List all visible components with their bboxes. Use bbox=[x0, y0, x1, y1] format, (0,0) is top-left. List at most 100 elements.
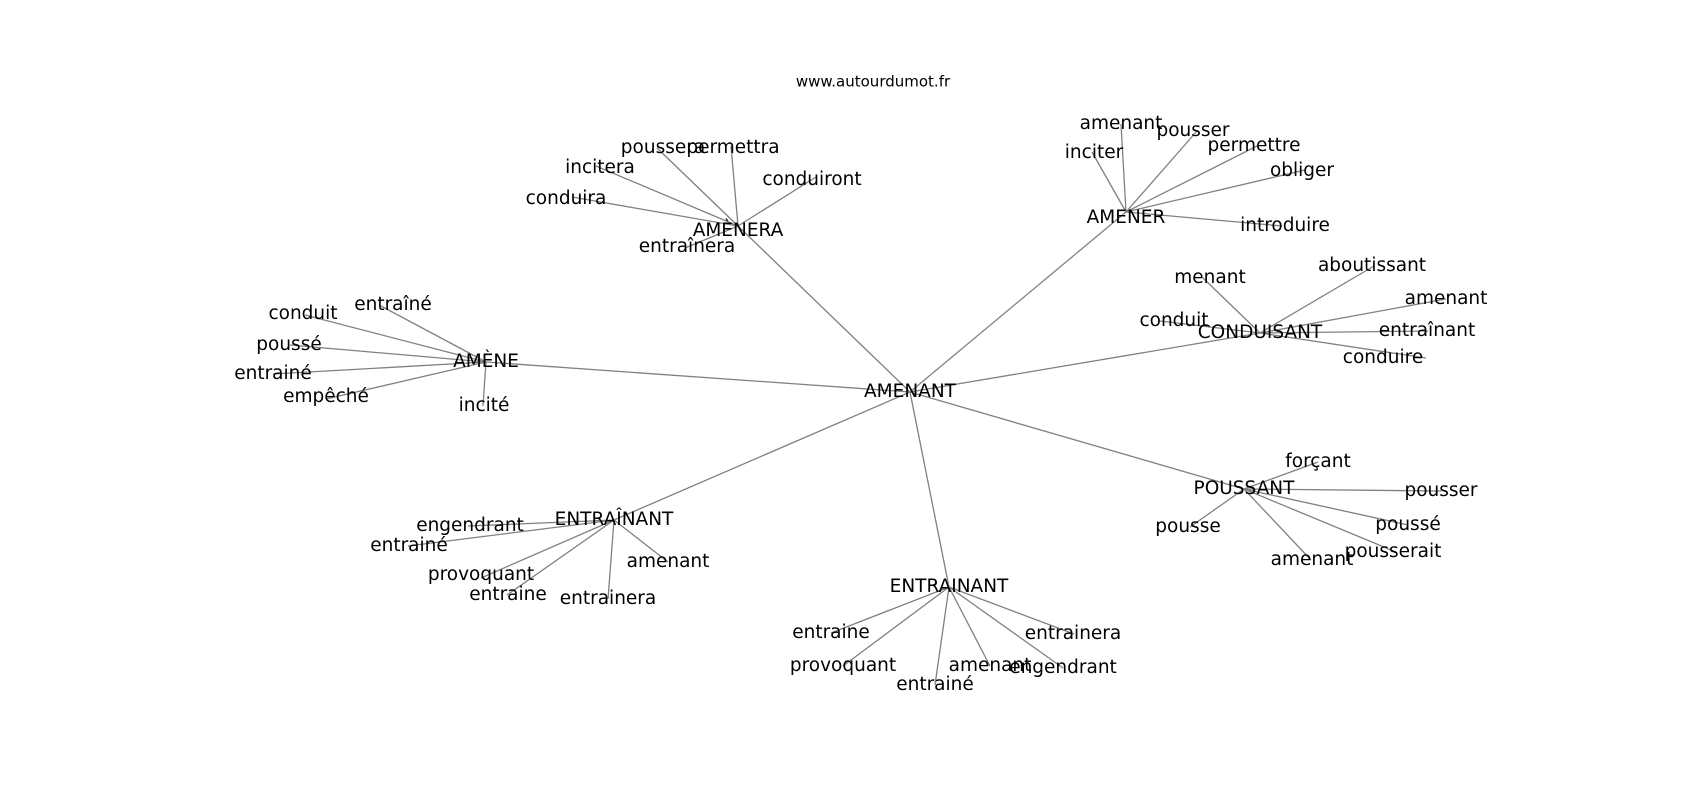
leaf-word[interactable]: amenant bbox=[949, 655, 1032, 676]
leaf-word[interactable]: conduit bbox=[1139, 310, 1208, 331]
leaf-word[interactable]: introduire bbox=[1240, 215, 1330, 236]
edge-poussant-leaf bbox=[1243, 488, 1442, 492]
leaf-word[interactable]: entraine bbox=[469, 584, 547, 605]
leaf-word[interactable]: forçant bbox=[1285, 451, 1351, 472]
edge-amenera-leaf bbox=[571, 196, 739, 227]
edge-amener-leaf bbox=[1125, 169, 1306, 213]
edge-entrainant-leaf bbox=[948, 586, 991, 667]
cluster-node-entrainant_circ[interactable]: ENTRAÎNANT bbox=[555, 508, 674, 530]
leaf-word[interactable]: entraînant bbox=[1379, 320, 1475, 341]
edge-amener-leaf bbox=[1125, 130, 1198, 213]
edge-center-entrainant bbox=[909, 391, 950, 588]
edge-poussant-leaf bbox=[1243, 488, 1312, 561]
edge-conduisant-leaf bbox=[1259, 298, 1447, 334]
edge-amenera-leaf bbox=[656, 147, 739, 227]
leaf-word[interactable]: conduiront bbox=[762, 169, 861, 190]
leaf-word[interactable]: conduire bbox=[1343, 347, 1423, 368]
leaf-word[interactable]: amenant bbox=[627, 551, 710, 572]
cluster-node-amener[interactable]: AMENER bbox=[1087, 207, 1166, 228]
edge-amene-leaf bbox=[482, 361, 487, 407]
cluster-node-amenera[interactable]: AMÈNERA bbox=[693, 219, 784, 241]
leaf-word[interactable]: entrainé bbox=[234, 363, 312, 384]
edge-conduisant-leaf bbox=[1202, 277, 1261, 334]
edge-entrainant_circ-leaf bbox=[407, 519, 615, 547]
edge-poussant-leaf bbox=[1243, 461, 1319, 490]
edge-entrainant-leaf bbox=[842, 586, 950, 667]
leaf-word[interactable]: entrainé bbox=[896, 674, 974, 695]
edge-center-conduisant bbox=[909, 332, 1261, 393]
leaf-word[interactable]: entrainera bbox=[560, 588, 657, 609]
edge-center-amene bbox=[485, 361, 911, 393]
leaf-word[interactable]: empêché bbox=[283, 386, 369, 407]
edge-amene-leaf bbox=[325, 361, 487, 400]
cluster-node-conduisant[interactable]: CONDUISANT bbox=[1198, 322, 1323, 343]
leaf-word[interactable]: pousserait bbox=[1345, 541, 1442, 562]
edge-entrainant_circ-leaf bbox=[607, 519, 615, 600]
edge-poussant-leaf bbox=[1243, 488, 1409, 526]
edge-entrainant_circ-leaf bbox=[480, 519, 615, 579]
leaf-word[interactable]: menant bbox=[1174, 267, 1245, 288]
edge-amene-leaf bbox=[272, 361, 487, 375]
leaf-word[interactable]: entraîné bbox=[354, 294, 432, 315]
leaf-word[interactable]: inciter bbox=[1065, 142, 1124, 163]
leaf-word[interactable]: poussé bbox=[1375, 514, 1440, 535]
edge-amener-leaf bbox=[1120, 123, 1127, 213]
center-node-label[interactable]: AMENANT bbox=[864, 381, 957, 402]
edge-entrainant-leaf bbox=[830, 586, 950, 634]
edge-entrainant-leaf bbox=[934, 586, 950, 686]
edge-amene-leaf bbox=[380, 305, 487, 363]
edge-amenera-leaf bbox=[595, 165, 739, 227]
leaf-word[interactable]: provoquant bbox=[428, 564, 534, 585]
edge-center-amenera bbox=[737, 225, 911, 393]
leaf-word[interactable]: amenant bbox=[1271, 549, 1354, 570]
edge-center-poussant bbox=[909, 391, 1245, 490]
edge-conduisant-leaf bbox=[1259, 330, 1429, 334]
edge-amener-leaf bbox=[1125, 211, 1283, 227]
edge-poussant-leaf bbox=[1189, 488, 1245, 528]
leaf-word[interactable]: entraine bbox=[792, 622, 870, 643]
leaf-word[interactable]: amenant bbox=[1405, 288, 1488, 309]
leaf-word[interactable]: engendrant bbox=[416, 515, 524, 536]
edge-amenera-leaf bbox=[684, 225, 739, 249]
leaf-word[interactable]: incité bbox=[459, 395, 510, 416]
edge-entrainant-leaf bbox=[948, 586, 1064, 669]
leaf-word[interactable]: obliger bbox=[1270, 160, 1334, 181]
leaf-word[interactable]: entraînera bbox=[639, 236, 736, 257]
edge-amener-leaf bbox=[1091, 151, 1127, 213]
edge-amenera-leaf bbox=[737, 176, 817, 227]
edge-amene-leaf bbox=[304, 314, 487, 363]
edge-center-amener bbox=[909, 211, 1127, 393]
graph-edges bbox=[272, 123, 1447, 686]
leaf-word[interactable]: pousser bbox=[1156, 120, 1229, 141]
edge-poussant-leaf bbox=[1243, 488, 1397, 553]
leaf-word[interactable]: poussera bbox=[621, 137, 705, 158]
cluster-node-entrainant[interactable]: ENTRAINANT bbox=[890, 576, 1009, 597]
edge-center-entrainant_circ bbox=[613, 391, 911, 521]
leaf-word[interactable]: conduira bbox=[526, 188, 607, 209]
leaf-word[interactable]: conduit bbox=[268, 303, 337, 324]
leaf-word[interactable]: incitera bbox=[565, 157, 635, 178]
leaf-word[interactable]: permettra bbox=[686, 137, 779, 158]
edge-amene-leaf bbox=[289, 344, 487, 363]
leaf-word[interactable]: amenant bbox=[1080, 113, 1163, 134]
leaf-word[interactable]: engendrant bbox=[1009, 657, 1117, 678]
leaf-word[interactable]: provoquant bbox=[790, 655, 896, 676]
leaf-word[interactable]: entrainera bbox=[1025, 623, 1122, 644]
leaf-word[interactable]: entrainé bbox=[370, 535, 448, 556]
leaf-word[interactable]: pousser bbox=[1404, 480, 1477, 501]
edge-amener-leaf bbox=[1125, 145, 1258, 213]
edge-conduisant-leaf bbox=[1159, 320, 1261, 334]
source-watermark: www.autourdumot.fr bbox=[796, 73, 951, 91]
edge-entrainant-leaf bbox=[948, 586, 1075, 635]
edge-conduisant-leaf bbox=[1259, 332, 1427, 359]
edge-entrainant_circ-leaf bbox=[467, 519, 615, 527]
cluster-node-poussant[interactable]: POUSSANT bbox=[1194, 478, 1296, 499]
cluster-node-amene[interactable]: AMÈNE bbox=[453, 350, 519, 372]
leaf-word[interactable]: permettre bbox=[1208, 135, 1301, 156]
leaf-word[interactable]: poussé bbox=[256, 334, 321, 355]
edge-conduisant-leaf bbox=[1259, 265, 1375, 334]
leaf-word[interactable]: pousse bbox=[1155, 516, 1220, 537]
leaf-word[interactable]: aboutissant bbox=[1318, 255, 1426, 276]
